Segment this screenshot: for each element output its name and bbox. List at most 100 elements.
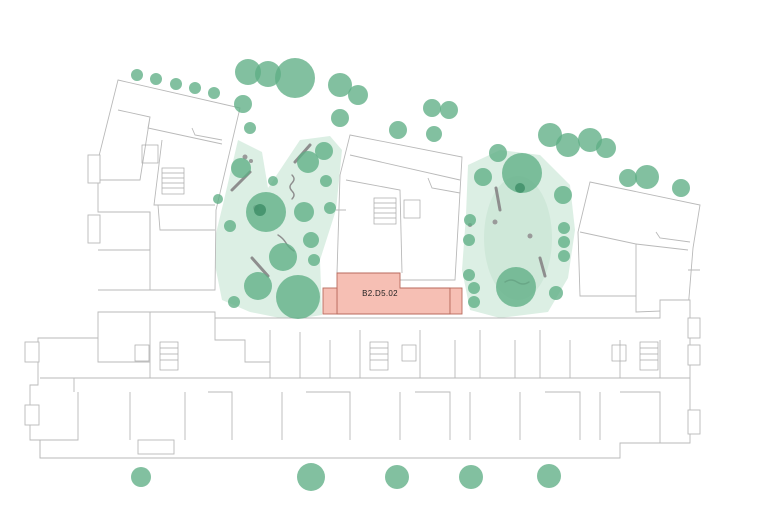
tree [496,267,536,307]
tree [315,142,333,160]
garden-stone [242,154,248,160]
tree [558,236,570,248]
tree [554,186,572,204]
tree [578,128,602,152]
tree [308,254,320,266]
tree [549,286,563,300]
tree [275,58,315,98]
garden-stone [492,219,498,225]
stair-steps [160,347,178,361]
wing-west-balcony [87,214,101,244]
tree [297,463,325,491]
tree [328,73,352,97]
building-wing-east [577,181,701,313]
tree [131,467,151,487]
elevator-shaft [134,344,150,362]
trees [131,58,690,491]
tree [489,144,507,162]
tree [423,99,441,117]
base-room-partitions [39,312,690,458]
tree [537,464,561,488]
tree [294,202,314,222]
stairwells [134,144,659,371]
building-wing-west [97,79,241,291]
tree [170,78,182,90]
tree [464,214,476,226]
stair-steps [370,347,388,361]
base-balcony [687,317,701,339]
tree [244,272,272,300]
stairwell [369,341,389,371]
tree [596,138,616,158]
tree [331,109,349,127]
tree [389,121,407,139]
unit-balcony-east [449,287,463,315]
tree [474,168,492,186]
elevator-shaft [401,344,417,362]
base-balcony [24,404,40,426]
building-outlines [24,79,701,459]
tree [297,151,319,173]
tree [440,101,458,119]
playground-oval [484,176,552,300]
tree [268,176,278,186]
tree [556,133,580,157]
tree [254,204,266,216]
tree [189,82,201,94]
tree [635,165,659,189]
stairwell [639,341,659,371]
tree [231,158,251,178]
tree [255,61,281,87]
tree [538,123,562,147]
wing-east-rooms [579,231,700,296]
tree [459,465,483,489]
tree [269,243,297,271]
base-balcony [687,409,701,435]
tree [131,69,143,81]
stairwell [373,197,397,225]
unit-label: B2.D5.02 [362,289,398,298]
base-balcony [137,439,175,455]
tree [208,87,220,99]
tree [468,282,480,294]
tree [426,126,442,142]
tree [619,169,637,187]
stairwell [159,341,179,371]
tree [276,275,320,319]
tree [468,296,480,308]
tree [502,153,542,193]
tree [385,465,409,489]
highlighted-unit-b2-d5-02[interactable]: B2.D5.02 [322,272,463,315]
tree [348,85,368,105]
garden-path [250,256,270,278]
stair-steps [374,202,396,219]
building-base [29,299,691,459]
stairwell [161,167,185,195]
base-balcony [687,344,701,366]
garden-path [538,256,547,278]
stair-steps [162,172,184,189]
elevator-shaft [403,199,421,219]
tree [463,269,475,281]
wing-west-rooms [98,109,223,291]
garden-path [494,186,502,212]
garden-stone [527,233,533,239]
garden-stone [249,159,253,163]
stair-steps [640,347,658,361]
wing-west-balcony [87,154,101,184]
tower-middle-rooms [336,154,461,274]
tree [244,122,256,134]
tree [672,179,690,197]
tree [324,202,336,214]
tree [303,232,319,248]
garden-path-wavy [289,174,295,200]
tree [246,192,286,232]
tree [213,194,223,204]
tree [463,234,475,246]
tree [224,220,236,232]
elevator-shaft [141,144,159,164]
tree [558,250,570,262]
tree [150,73,162,85]
tree [228,296,240,308]
